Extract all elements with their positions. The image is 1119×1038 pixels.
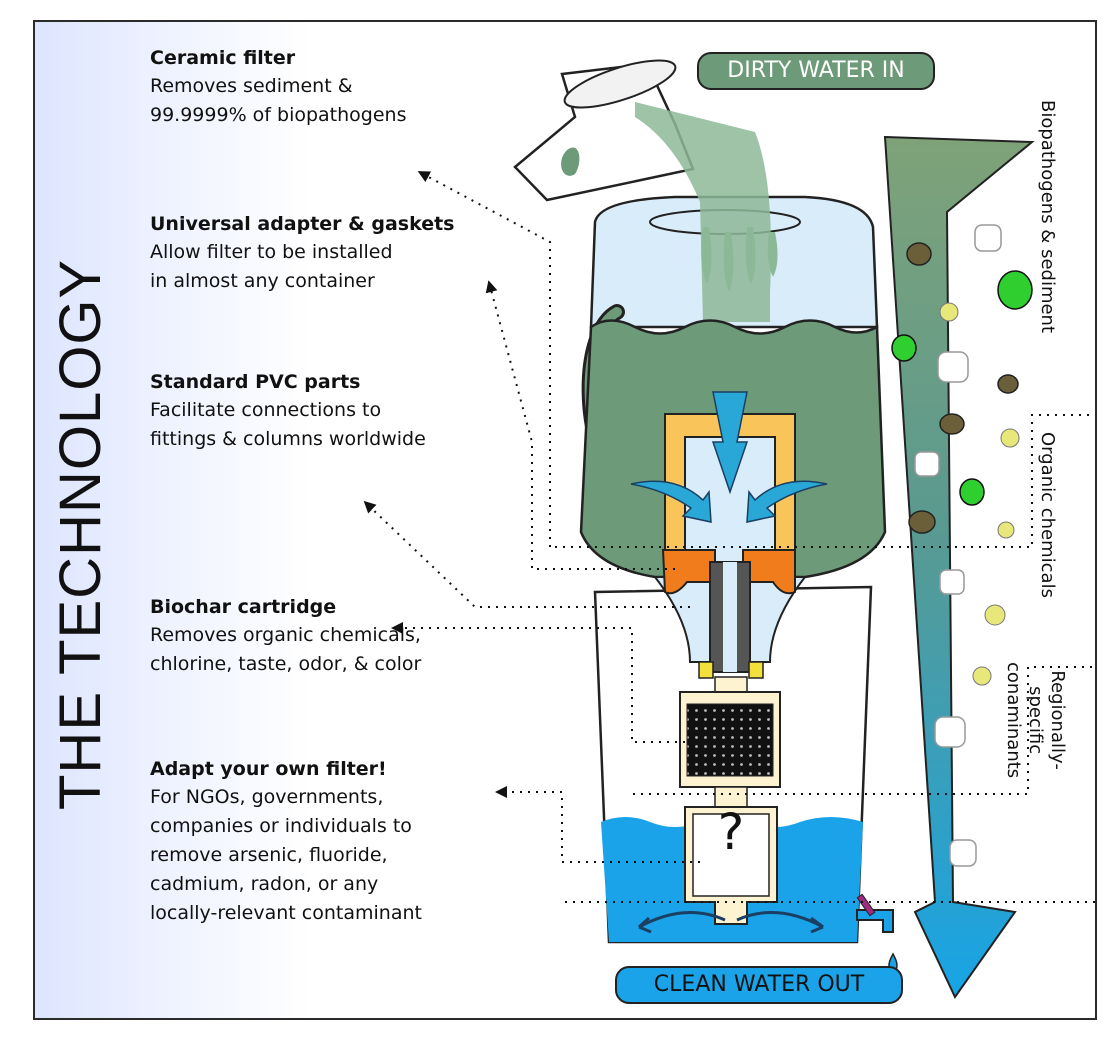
clean-water-out-label: CLEAN WATER OUT: [615, 966, 903, 1004]
pitcher-icon: [513, 59, 695, 202]
dirty-water-in-label: DIRTY WATER IN: [697, 52, 935, 90]
organic-chemical-particles: [939, 302, 1020, 686]
filter-illustration: [363, 59, 1095, 999]
feature-description: Allow filter to be installed in almost a…: [150, 241, 393, 292]
tap-icon: [856, 893, 898, 973]
contaminant-label-organic: Organic chemicals: [1037, 432, 1058, 598]
flow-arrows: [630, 391, 828, 523]
pvc-gasket-right: [742, 549, 796, 595]
feature-heading: Adapt your own filter!: [150, 758, 387, 780]
pouring-water: [635, 102, 771, 322]
leader-lines: [363, 171, 1095, 903]
feature-description: Removes sediment & 99.9999% of biopathog…: [150, 75, 407, 126]
feature-description: For NGOs, governments, companies or indi…: [150, 786, 422, 924]
feature-heading: Biochar cartridge: [150, 596, 337, 618]
diagram-frame: ?: [33, 20, 1097, 1020]
feature-description: Facilitate connections to fittings & col…: [150, 399, 426, 450]
contaminant-label-regional: Regionally-specific conaminants: [1003, 662, 1068, 779]
feature-heading: Ceramic filter: [150, 47, 296, 69]
feature-biochar-cartridge: Biochar cartridge Removes organic chemic…: [150, 593, 421, 679]
feature-universal-adapter: Universal adapter & gaskets Allow filter…: [150, 210, 454, 296]
feature-adapt-own-filter: Adapt your own filter! For NGOs, governm…: [150, 755, 422, 928]
page-title: THE TECHNOLOGY: [48, 258, 113, 810]
sediment-particles: [906, 242, 1019, 534]
feature-heading: Universal adapter & gaskets: [150, 213, 455, 235]
outflow-arrows: [637, 910, 824, 934]
white-particles: [914, 224, 1002, 867]
feature-ceramic-filter: Ceramic filter Removes sediment & 99.999…: [150, 44, 407, 130]
contaminant-arrow: [883, 135, 1035, 999]
custom-filter-question-mark: ?: [717, 803, 745, 861]
bacteria-icons: [891, 270, 1033, 506]
pvc-gasket-left: [661, 549, 716, 595]
contaminant-label-biopathogens: Biopathogens & sediment: [1037, 100, 1058, 334]
feature-description: Removes organic chemicals, chlorine, tas…: [150, 624, 422, 675]
feature-pvc-parts: Standard PVC parts Facilitate connection…: [150, 368, 426, 454]
feature-heading: Standard PVC parts: [150, 371, 361, 393]
